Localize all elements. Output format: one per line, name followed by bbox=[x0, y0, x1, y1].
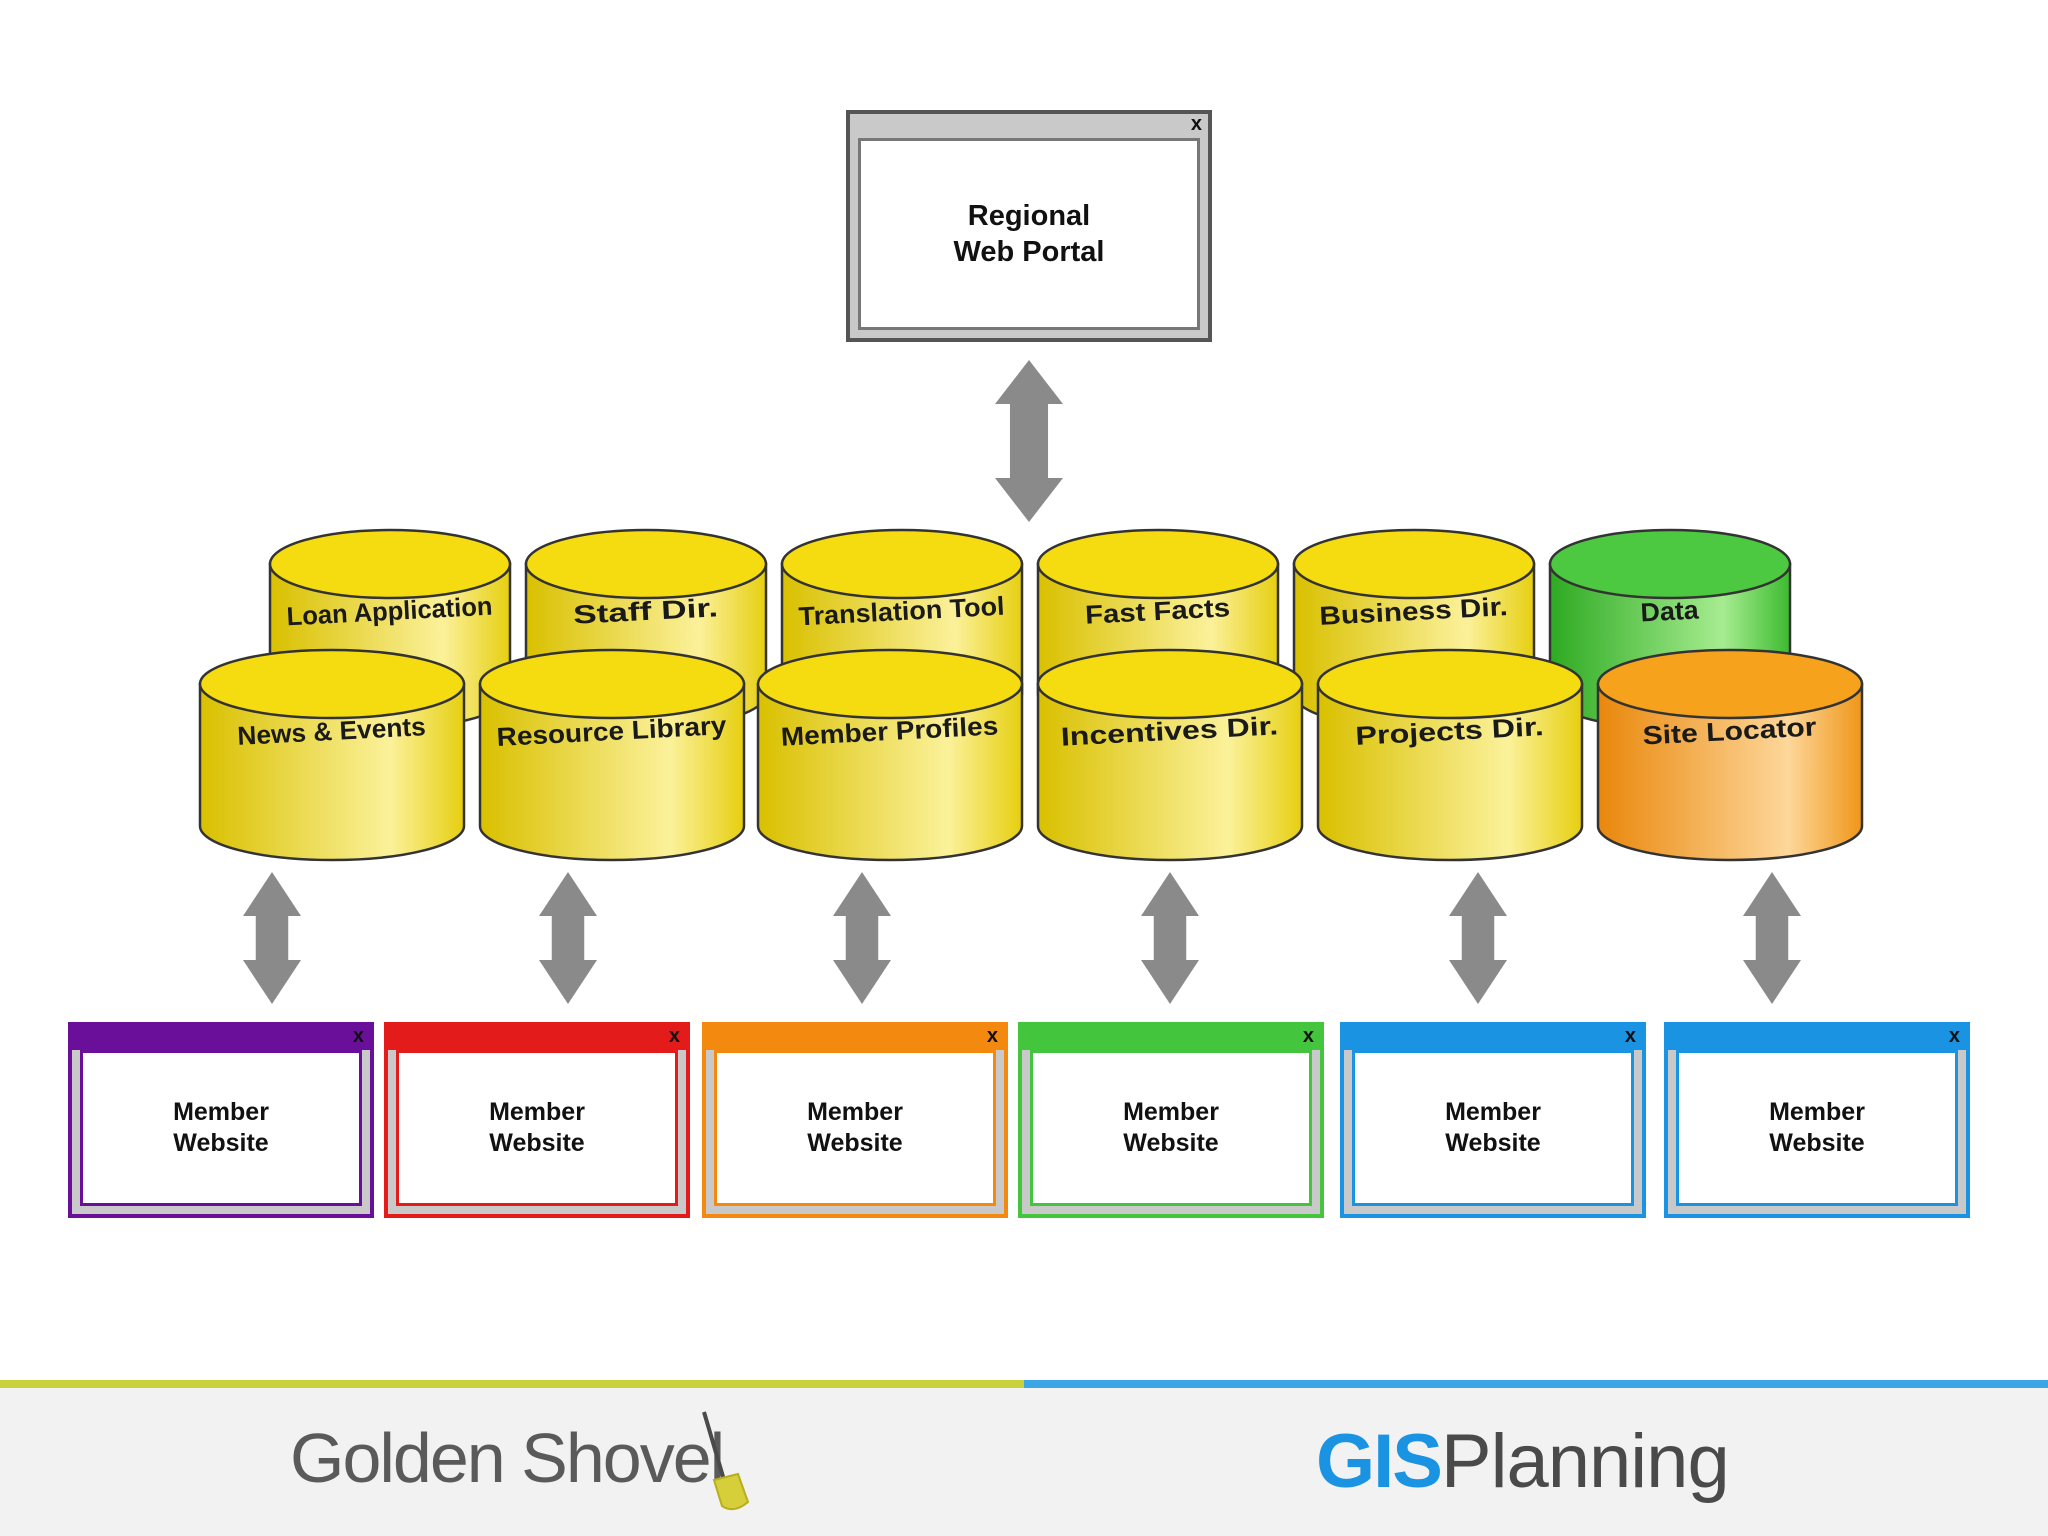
member-double-arrow-5 bbox=[1449, 872, 1507, 1004]
cylinder-top bbox=[1036, 648, 1304, 720]
member-double-arrow-1 bbox=[243, 872, 301, 1004]
cylinder-member-profiles[interactable]: Member Profiles bbox=[756, 648, 1024, 862]
member-title-bar bbox=[1668, 1026, 1966, 1050]
cylinder-body bbox=[198, 682, 466, 862]
portal-title-bar bbox=[850, 114, 1208, 138]
cylinder-top bbox=[780, 528, 1024, 600]
member-double-arrow-6 bbox=[1743, 872, 1801, 1004]
member-double-arrow-3 bbox=[833, 872, 891, 1004]
cylinder-top bbox=[1036, 528, 1280, 600]
cylinder-body bbox=[1596, 682, 1864, 862]
cylinder-top bbox=[1316, 648, 1584, 720]
cylinder-top bbox=[478, 648, 746, 720]
cylinder-news-events[interactable]: News & Events bbox=[198, 648, 466, 862]
member-content: Member Website bbox=[1030, 1050, 1312, 1206]
cylinder-site-locator[interactable]: Site Locator bbox=[1596, 648, 1864, 862]
member-double-arrow-4 bbox=[1141, 872, 1199, 1004]
cylinder-top bbox=[1548, 528, 1792, 600]
cylinder-resource-library[interactable]: Resource Library bbox=[478, 648, 746, 862]
member-website-label: Member Website bbox=[1123, 1097, 1219, 1157]
portal-double-arrow bbox=[995, 360, 1063, 522]
gis-logo-text: GIS bbox=[1316, 1419, 1443, 1504]
member-title-bar bbox=[72, 1026, 370, 1050]
cylinder-incentives-dir[interactable]: Incentives Dir. bbox=[1036, 648, 1304, 862]
member-close-icon[interactable]: x bbox=[986, 1025, 998, 1047]
member-close-icon[interactable]: x bbox=[668, 1025, 680, 1047]
member-content: Member Website bbox=[714, 1050, 996, 1206]
member-content: Member Website bbox=[80, 1050, 362, 1206]
member-title-bar bbox=[706, 1026, 1004, 1050]
cylinder-projects-dir[interactable]: Projects Dir. bbox=[1316, 648, 1584, 862]
member-website-label: Member Website bbox=[807, 1097, 903, 1157]
member-content: Member Website bbox=[1352, 1050, 1634, 1206]
member-close-icon[interactable]: x bbox=[1624, 1025, 1636, 1047]
cylinder-top bbox=[198, 648, 466, 720]
member-website-label: Member Website bbox=[1769, 1097, 1865, 1157]
cylinder-body bbox=[478, 682, 746, 862]
member-content: Member Website bbox=[396, 1050, 678, 1206]
cylinder-top bbox=[1292, 528, 1536, 600]
cylinder-top bbox=[524, 528, 768, 600]
planning-logo-text: Planning bbox=[1440, 1419, 1730, 1504]
member-website-label: Member Website bbox=[1445, 1097, 1541, 1157]
member-close-icon[interactable]: x bbox=[1948, 1025, 1960, 1047]
member-close-icon[interactable]: x bbox=[1302, 1025, 1314, 1047]
member-title-bar bbox=[1022, 1026, 1320, 1050]
member-close-icon[interactable]: x bbox=[352, 1025, 364, 1047]
footer-stripe-left bbox=[0, 1380, 1024, 1388]
golden-shovel-logo: Golden Shovel bbox=[290, 1419, 725, 1497]
footer-stripe-right bbox=[1024, 1380, 2048, 1388]
cylinder-body bbox=[1036, 682, 1304, 862]
cylinder-body bbox=[756, 682, 1024, 862]
cylinder-body bbox=[1316, 682, 1584, 862]
regional-web-portal-window[interactable]: x Regional Web Portal bbox=[846, 110, 1212, 342]
member-title-bar bbox=[388, 1026, 686, 1050]
cylinder-top bbox=[268, 528, 512, 600]
shovel-icon bbox=[702, 1411, 750, 1511]
member-content: Member Website bbox=[1676, 1050, 1958, 1206]
cylinder-top bbox=[1596, 648, 1864, 720]
portal-close-icon[interactable]: x bbox=[1190, 113, 1202, 135]
member-title-bar bbox=[1344, 1026, 1642, 1050]
portal-content: Regional Web Portal bbox=[858, 138, 1200, 330]
member-website-label: Member Website bbox=[489, 1097, 585, 1157]
portal-title: Regional Web Portal bbox=[953, 199, 1105, 268]
member-website-label: Member Website bbox=[173, 1097, 269, 1157]
member-double-arrow-2 bbox=[539, 872, 597, 1004]
cylinder-top bbox=[756, 648, 1024, 720]
cylinder-label: Data bbox=[1640, 594, 1700, 627]
